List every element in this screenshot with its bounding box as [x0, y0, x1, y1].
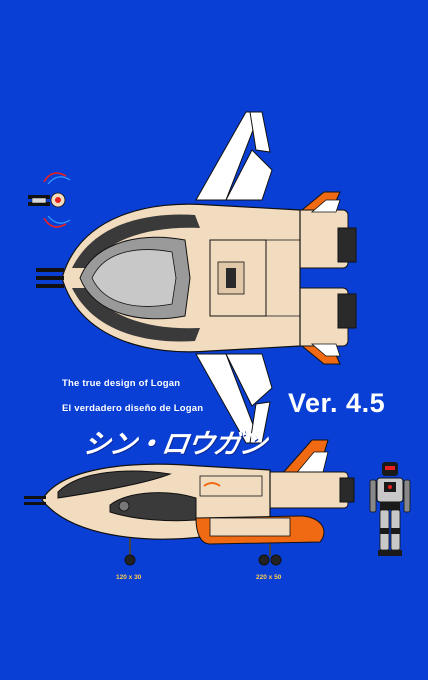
spaceship-side-view-icon: [24, 439, 355, 566]
caption-english: The true design of Logan: [62, 378, 181, 389]
dimension-label-right: 220 x 50: [256, 574, 282, 581]
logo-subscript: V3c: [245, 432, 259, 441]
spaceship-top-view-icon: [36, 111, 357, 444]
insignia-icon: [28, 172, 71, 228]
robot-figure-icon: [369, 462, 411, 556]
version-label: Ver. 4.5: [288, 388, 386, 418]
caption-spanish: El verdadero diseño de Logan: [62, 403, 204, 414]
logo-japanese: シン・ロウガン: [81, 429, 268, 459]
dimension-label-left: 120 x 30: [116, 574, 142, 581]
